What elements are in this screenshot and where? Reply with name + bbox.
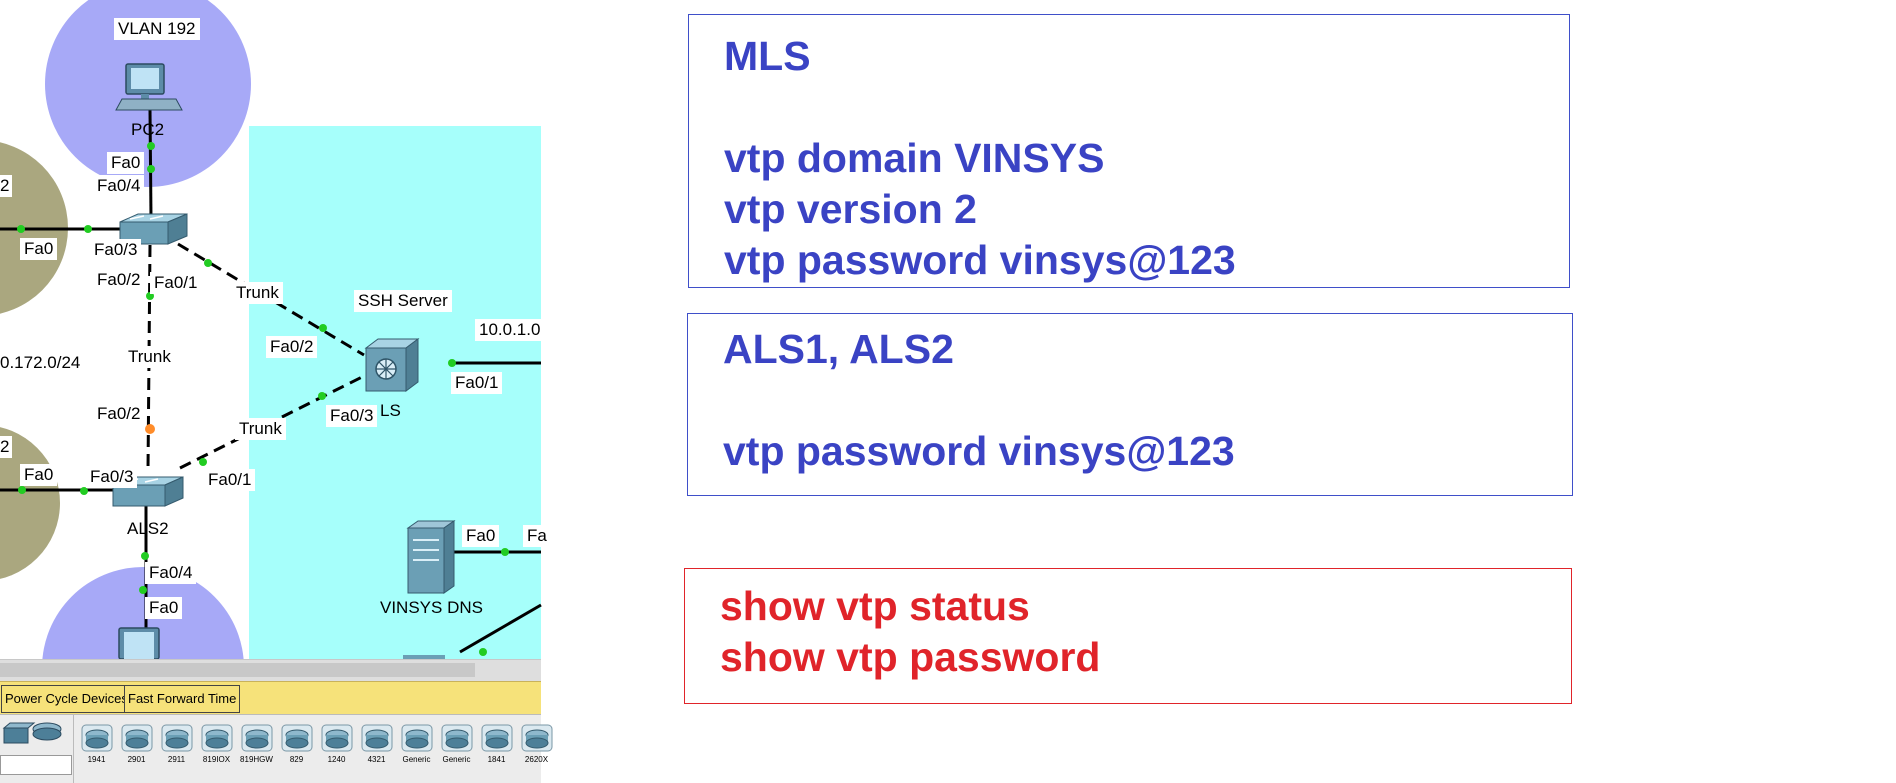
device-model-caption: 819HGW xyxy=(240,755,273,764)
mls-vtp-version-line: vtp version 2 xyxy=(724,186,977,232)
device-model-item[interactable]: 1841 xyxy=(478,723,515,775)
pc-bottom-fa0-port-label: Fa0 xyxy=(145,597,183,619)
als1-fa0-4-port-label: Fa0/4 xyxy=(93,175,145,197)
device-model-item[interactable]: 4321 xyxy=(358,723,395,775)
device-model-item[interactable]: 1240 xyxy=(318,723,355,775)
packet-tracer-window: VLAN 192 PC2 2 Fa0 Fa0/4 Fa0 Fa0/3 Fa0/2… xyxy=(0,0,552,783)
device-category-panel xyxy=(0,715,74,783)
device-tray: 1941 2901 2911 819IOX 819HGW 829 1240 4321 Gener… xyxy=(0,714,552,783)
device-model-item[interactable]: 1941 xyxy=(78,723,115,775)
ls-label: LS xyxy=(380,401,401,420)
device-model-item[interactable]: Generic xyxy=(398,723,435,775)
router-icon xyxy=(521,724,552,752)
left-fa0-top-port-label: Fa0 xyxy=(20,238,58,260)
scrollbar-thumb[interactable] xyxy=(0,663,475,677)
als2-fa0-2-port-label: Fa0/2 xyxy=(93,403,145,425)
fast-forward-time-button[interactable]: Fast Forward Time xyxy=(124,685,241,713)
router-icon xyxy=(321,724,352,752)
als2-switch-icon[interactable] xyxy=(112,476,184,507)
left-fa0-bottom-port-label: Fa0 xyxy=(20,464,58,486)
left-top-cut-label: 2 xyxy=(0,175,13,197)
als2-fa0-4-port-label: Fa0/4 xyxy=(145,562,197,584)
router-icon xyxy=(121,724,152,752)
als1-fa0-2-port-label: Fa0/2 xyxy=(93,269,145,291)
horizontal-scrollbar[interactable] xyxy=(0,659,541,681)
device-model-item[interactable]: 2911 xyxy=(158,723,195,775)
als-heading: ALS1, ALS2 xyxy=(723,326,954,372)
device-model-item[interactable]: 2901 xyxy=(118,723,155,775)
als2-label: ALS2 xyxy=(127,519,169,538)
pc2-computer-icon[interactable] xyxy=(115,63,183,111)
subnet-label: 0.172.0/24 xyxy=(0,352,85,374)
als1-fa0-3-port-label: Fa0/3 xyxy=(90,239,142,261)
device-model-caption: 829 xyxy=(289,755,304,764)
als-config-box: ALS1, ALS2 vtp password vinsys@123 xyxy=(687,313,1573,496)
mls-vtp-password-line: vtp password vinsys@123 xyxy=(724,237,1236,283)
device-model-caption: Generic xyxy=(402,755,431,764)
device-model-caption: 2911 xyxy=(167,755,186,764)
device-model-item[interactable]: 829 xyxy=(278,723,315,775)
topology-canvas[interactable] xyxy=(0,0,542,769)
show-commands-box: show vtp status show vtp password xyxy=(684,568,1572,704)
link-warning-dot xyxy=(145,424,155,434)
router-icon xyxy=(161,724,192,752)
device-category-icons[interactable] xyxy=(0,715,73,753)
dns-server-icon[interactable] xyxy=(406,520,456,594)
router-icon xyxy=(481,724,512,752)
ls-multilayer-switch-icon[interactable] xyxy=(364,338,420,392)
als1-fa0-1-port-label: Fa0/1 xyxy=(150,272,202,294)
device-model-caption: 2620X xyxy=(524,755,549,764)
device-model-caption: 2901 xyxy=(127,755,146,764)
left-bottom-cut-label: 2 xyxy=(0,436,13,458)
router-icon xyxy=(241,724,272,752)
router-icon xyxy=(201,724,232,752)
device-model-caption: 1240 xyxy=(327,755,346,764)
ssh-server-label: SSH Server xyxy=(354,290,452,312)
als2-fa0-3-port-label: Fa0/3 xyxy=(86,466,138,488)
trunk-top-label: Trunk xyxy=(232,282,283,304)
router-icon xyxy=(281,724,312,752)
ls-fa0-3-port-label: Fa0/3 xyxy=(326,405,378,427)
vlan-192-label: VLAN 192 xyxy=(114,18,200,40)
device-model-caption: 819IOX xyxy=(202,755,231,764)
router-icon xyxy=(361,724,392,752)
device-model-caption: 4321 xyxy=(367,755,386,764)
realtime-toolbar: Power Cycle Devices Fast Forward Time xyxy=(0,681,541,714)
dns-label: VINSYS DNS xyxy=(380,598,483,617)
pc2-fa0-port-label: Fa0 xyxy=(107,152,145,174)
dns-fa0-port-label: Fa0 xyxy=(462,525,500,547)
device-model-item[interactable]: 819IOX xyxy=(198,723,235,775)
router-icon xyxy=(81,724,112,752)
device-model-caption: 1841 xyxy=(487,755,506,764)
device-model-item[interactable]: 2620X xyxy=(518,723,555,775)
ls-fa0-1-port-label: Fa0/1 xyxy=(451,372,503,394)
device-model-item[interactable]: 819HGW xyxy=(238,723,275,775)
trunk-vertical-label: Trunk xyxy=(124,346,175,368)
mls-vtp-domain-line: vtp domain VINSYS xyxy=(724,135,1105,181)
trunk-bottom-label: Trunk xyxy=(235,418,286,440)
router-icon xyxy=(401,724,432,752)
show-vtp-status-line: show vtp status xyxy=(720,583,1030,629)
router-icon xyxy=(441,724,472,752)
als2-fa0-1-port-label: Fa0/1 xyxy=(204,469,256,491)
show-vtp-password-line: show vtp password xyxy=(720,634,1101,680)
power-cycle-devices-button[interactable]: Power Cycle Devices xyxy=(1,685,132,713)
ls-fa0-2-port-label: Fa0/2 xyxy=(266,336,318,358)
device-model-caption: Generic xyxy=(442,755,471,764)
device-model-caption: 1941 xyxy=(87,755,106,764)
dns-fa-cut-port-label: Fa xyxy=(523,525,551,547)
als1-switch-icon[interactable] xyxy=(119,213,188,245)
mls-config-box: MLS vtp domain VINSYS vtp version 2 vtp … xyxy=(688,14,1570,288)
pc2-label: PC2 xyxy=(131,120,165,139)
link-status-dots xyxy=(17,142,509,656)
device-search-input[interactable] xyxy=(0,755,72,775)
ip-label: 10.0.1.0 xyxy=(475,319,545,341)
mls-heading: MLS xyxy=(724,33,811,79)
als-vtp-password-line: vtp password vinsys@123 xyxy=(723,428,1235,474)
device-model-item[interactable]: Generic xyxy=(438,723,475,775)
bottom-pc-icon[interactable] xyxy=(118,627,160,660)
